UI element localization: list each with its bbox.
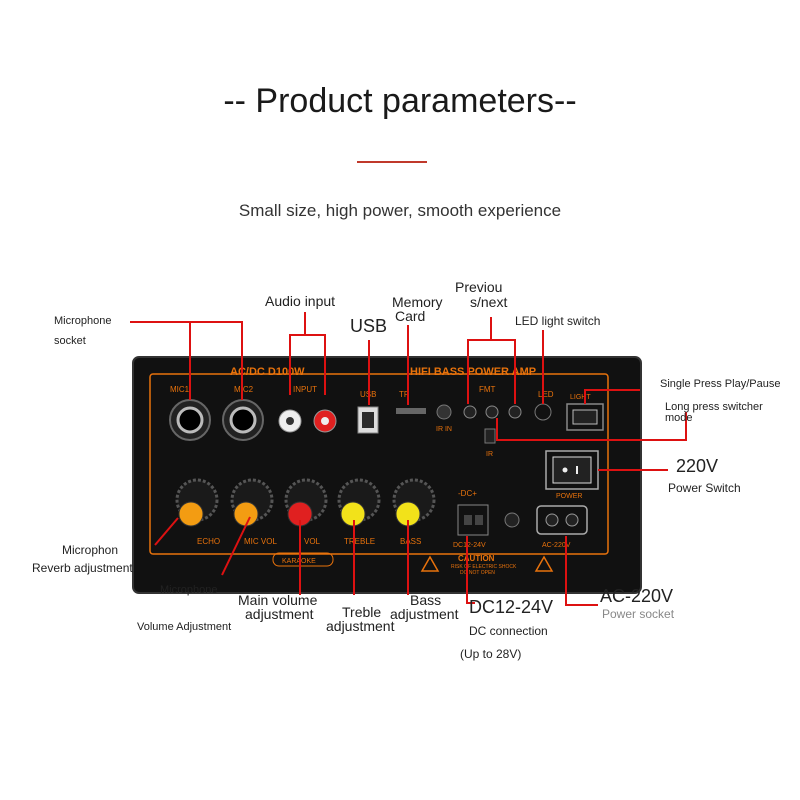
- callout-microphone: Microphone: [160, 584, 218, 596]
- callout-long-press-2: mode: [665, 412, 693, 424]
- callout-mic-reverb-1: Microphon: [62, 543, 119, 557]
- page-title: -- Product parameters--: [223, 82, 577, 120]
- jack-label-ir: IR: [486, 451, 493, 458]
- knob-mic-vol: [230, 478, 274, 527]
- jack-label-mic1: MIC1: [170, 385, 190, 394]
- callout-main-volume-1: Main volume: [238, 592, 318, 608]
- callout-ac-title: AC-220V: [600, 586, 674, 606]
- knob-row: [175, 478, 436, 527]
- knob-label-bass: BASS: [400, 537, 421, 546]
- callout-audio-input: Audio input: [265, 293, 336, 309]
- rca-right-jack: [313, 409, 337, 433]
- led-knob: [534, 403, 552, 421]
- knob-treble: [337, 478, 381, 527]
- dc-socket: [457, 504, 489, 536]
- tf-card-slot: [396, 408, 426, 414]
- dc-socket-label: DC12-24V: [453, 542, 486, 549]
- caution-title: CAUTION: [458, 554, 495, 563]
- callout-dc-title: DC12-24V: [469, 597, 554, 617]
- jack-label-tf: TF: [399, 390, 409, 399]
- callout-single-press: Single Press Play/Pause: [660, 378, 781, 390]
- ir-receiver: [484, 428, 496, 444]
- board-model-label: AC/DC D100W: [230, 366, 305, 378]
- fuse-holder: [504, 512, 520, 528]
- callout-220v: 220V: [676, 456, 719, 476]
- callout-memory-card-1: Memory: [392, 294, 443, 310]
- callout-memory-card-2: Card: [395, 308, 426, 324]
- callout-power-switch: Power Switch: [668, 481, 741, 495]
- callout-dc-connection: DC connection: [469, 624, 548, 638]
- next-button: [508, 405, 522, 419]
- karaoke-badge: [272, 552, 334, 567]
- knob-label-echo: ECHO: [197, 537, 220, 546]
- callout-dc-range: (Up to 28V): [460, 647, 522, 661]
- power-label: POWER: [556, 493, 582, 500]
- jack-label-mic2: MIC2: [234, 385, 254, 394]
- panel-inner-frame: [149, 373, 609, 555]
- callout-led-light-switch: LED light switch: [515, 314, 601, 328]
- callout-previous-next-1: Previou: [455, 279, 503, 295]
- board-type-label: HIFI BASS POWER AMP: [410, 366, 536, 378]
- callout-leader-lines: [130, 312, 687, 606]
- prev-button: [463, 405, 477, 419]
- mode-button: [485, 405, 499, 419]
- callout-treble-2: adjustment: [326, 618, 395, 634]
- jack-label-ir-in: IR IN: [436, 426, 452, 433]
- warning-icon-right: [534, 555, 554, 572]
- callout-bass-1: Bass: [410, 592, 442, 608]
- mic1-jack: [169, 399, 211, 441]
- callout-usb: USB: [350, 316, 388, 336]
- callout-microphone-socket-1: Microphone: [54, 315, 112, 327]
- callout-microphone-socket-2: socket: [54, 335, 86, 347]
- callout-bass-2: adjustment: [390, 606, 459, 622]
- knob-vol: [284, 478, 328, 527]
- callout-previous-next-2: s/next: [470, 294, 508, 310]
- title-divider: [357, 161, 427, 163]
- callout-mic-reverb-2: Reverb adjustment: [32, 561, 133, 575]
- rca-left-jack: [278, 409, 302, 433]
- callout-main-volume-2: adjustment: [245, 606, 314, 622]
- knob-echo: [175, 478, 219, 527]
- warning-icon-left: [420, 555, 440, 572]
- callout-power-socket: Power socket: [602, 607, 675, 621]
- jack-label-light: LIGHT: [570, 394, 591, 401]
- ac-socket-label: AC-220V: [542, 542, 571, 549]
- jack-label-fmt: FMT: [479, 385, 496, 394]
- page-subtitle: Small size, high power, smooth experienc…: [238, 201, 562, 220]
- callout-long-press-1: Long press switcher: [665, 401, 763, 413]
- callout-volume-adjustment: Volume Adjustment: [137, 621, 232, 633]
- caution-text-2: DO NOT OPEN: [460, 570, 495, 576]
- ac-socket: [536, 505, 588, 535]
- mic2-jack: [222, 399, 264, 441]
- knob-label-treble: TREBLE: [344, 537, 375, 546]
- knob-label-mic-vol: MIC VOL: [244, 537, 277, 546]
- jack-label-input: INPUT: [293, 385, 317, 394]
- callout-treble-1: Treble: [342, 604, 382, 620]
- jack-label-led: LED: [538, 390, 554, 399]
- ir-in-sensor: [436, 404, 452, 420]
- knob-label-vol: VOL: [304, 537, 321, 546]
- dc-polarity-label: -DC+: [458, 489, 477, 498]
- caution-text-1: RISK OF ELECTRIC SHOCK: [451, 564, 517, 570]
- knob-bass: [392, 478, 436, 527]
